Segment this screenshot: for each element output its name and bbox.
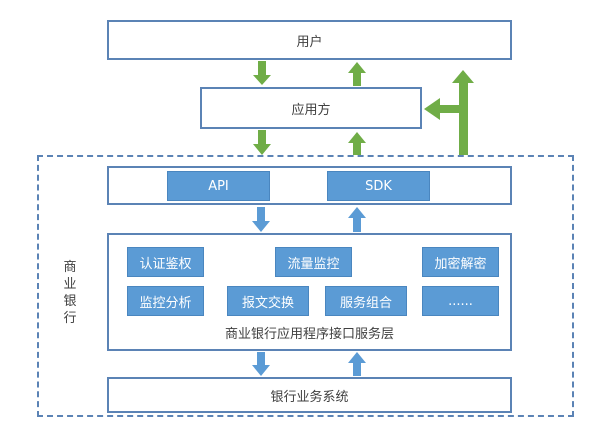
app-party-label: 应用方 [291, 102, 331, 118]
bank-system-box: 银行业务系统 [107, 377, 512, 413]
service-layer-title: 商业银行应用程序接口服务层 [107, 323, 512, 342]
arrow-down-service-to-system [252, 352, 270, 376]
commercial-bank-label-text: 商业银行 [63, 260, 77, 326]
module-traffic-monitor-label: 流量监控 [287, 256, 340, 272]
commercial-bank-label: 商业银行 [62, 259, 78, 327]
arrow-left-to-app [424, 98, 459, 120]
sdk-label: SDK [365, 178, 392, 194]
service-layer-title-text: 商业银行应用程序接口服务层 [224, 327, 394, 342]
module-monitor-analysis: 监控分析 [127, 286, 204, 316]
arrow-up-service-to-sdk [348, 207, 366, 232]
module-auth-label: 认证鉴权 [139, 256, 192, 272]
api-label: API [208, 178, 229, 194]
module-auth: 认证鉴权 [127, 247, 204, 277]
arrow-up-bank-to-user [452, 70, 474, 155]
arrow-up-app-to-user [348, 62, 366, 86]
module-traffic-monitor: 流量监控 [275, 247, 352, 277]
commercial-bank-boundary [37, 155, 574, 417]
module-more-label: ...... [448, 293, 473, 309]
module-encryption: 加密解密 [422, 247, 499, 277]
module-message-exchange-label: 报文交换 [241, 295, 294, 311]
module-message-exchange: 报文交换 [227, 286, 309, 316]
arrow-up-system-to-service [348, 352, 366, 376]
arrow-up-bank-to-app [348, 132, 366, 155]
module-encryption-label: 加密解密 [434, 256, 487, 272]
sdk-chip: SDK [327, 171, 430, 201]
user-label: 用户 [296, 34, 323, 50]
user-box: 用户 [107, 20, 512, 60]
module-monitor-analysis-label: 监控分析 [139, 295, 192, 311]
app-party-box: 应用方 [200, 87, 422, 129]
api-chip: API [167, 171, 270, 201]
module-service-composition: 服务组合 [325, 286, 407, 316]
arrow-down-user-to-app [253, 61, 271, 85]
module-more: ...... [422, 286, 499, 316]
arrow-down-app-to-bank [253, 130, 271, 155]
bank-system-label: 银行业务系统 [270, 389, 349, 405]
arrow-down-api-to-service [252, 207, 270, 232]
module-service-composition-label: 服务组合 [339, 295, 392, 311]
